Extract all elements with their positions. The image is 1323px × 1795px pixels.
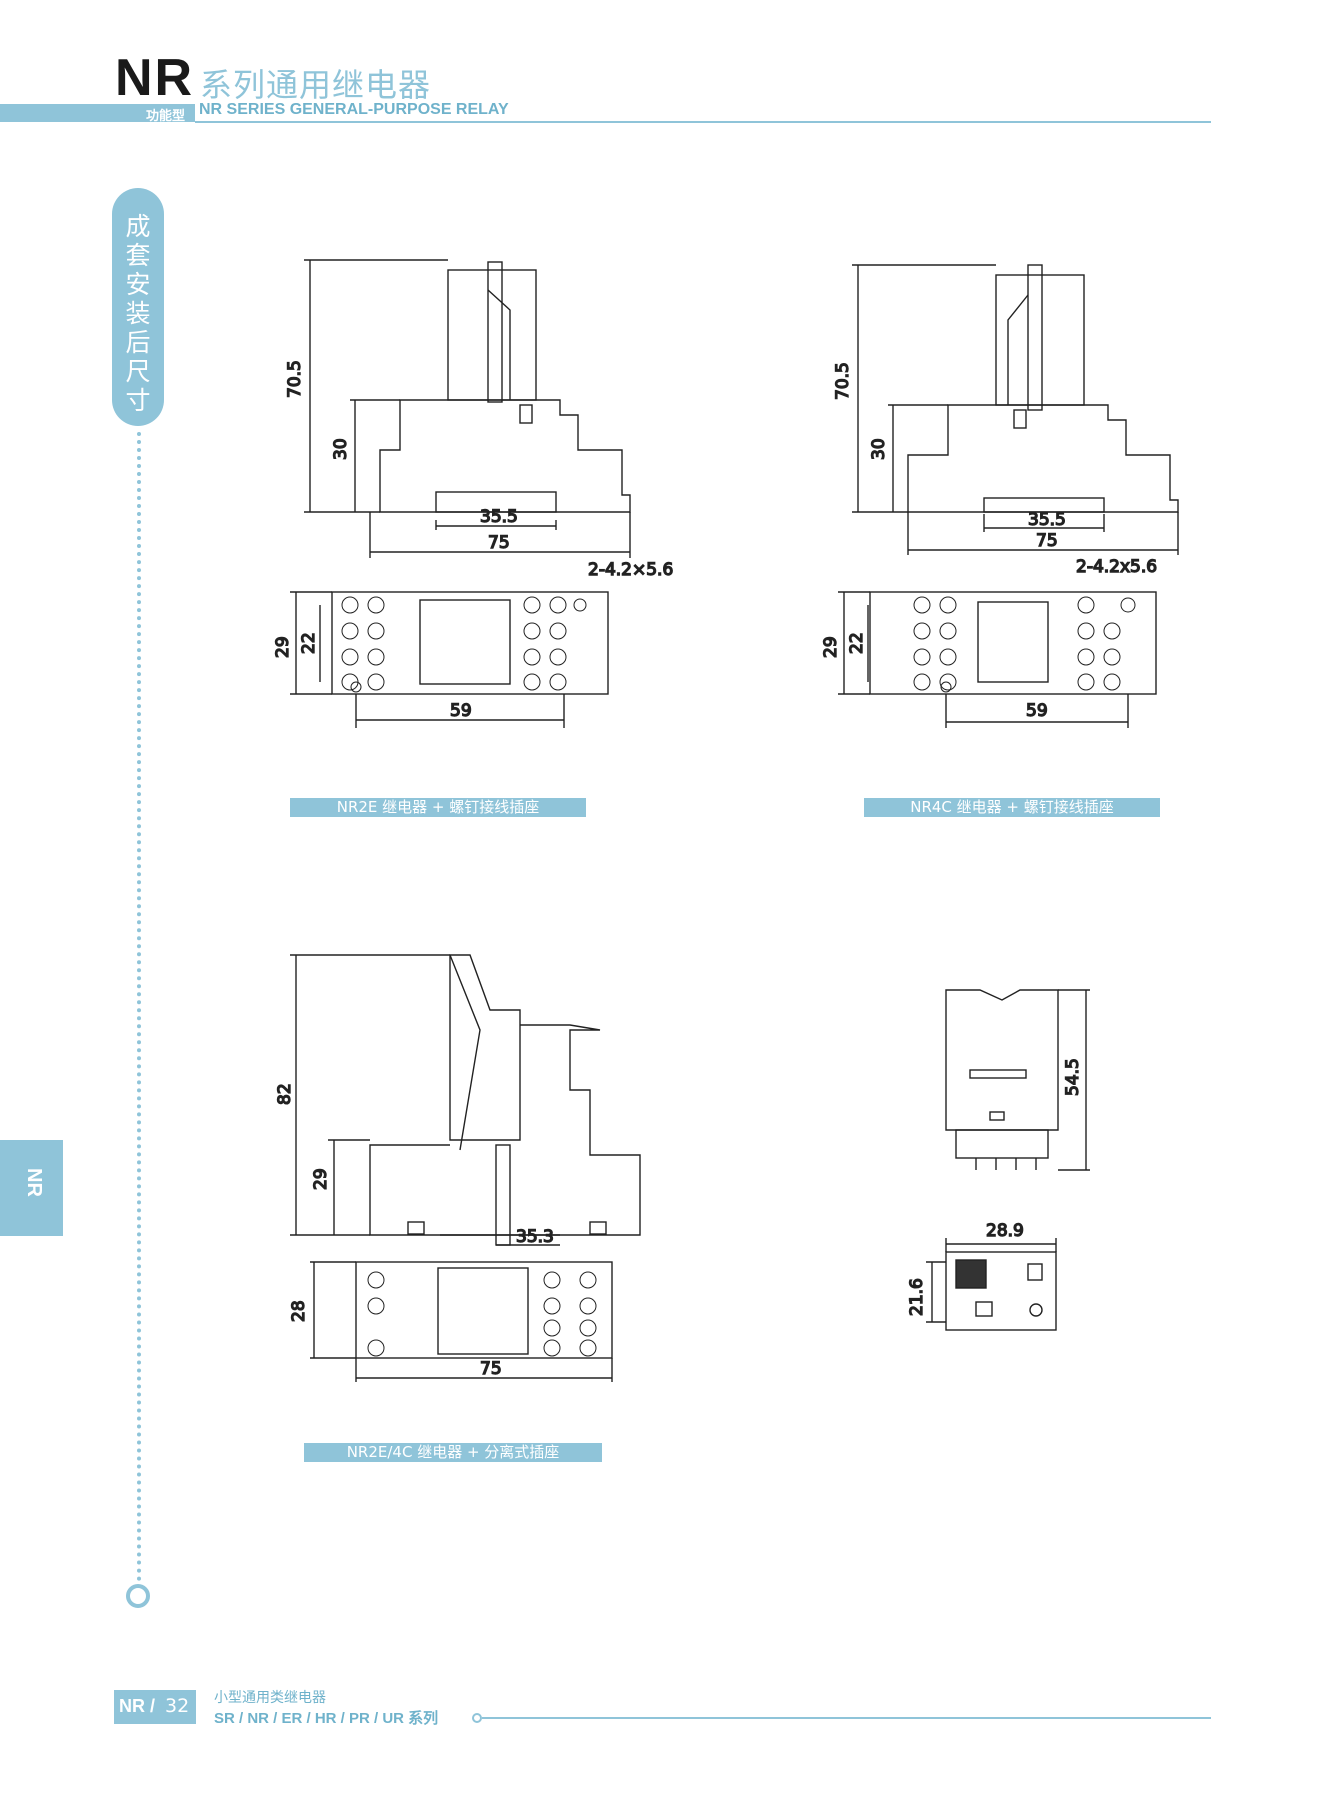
figure-relay-outline: 54.5 28.9 21.6 bbox=[906, 989, 1090, 1331]
side-tab bbox=[0, 1140, 63, 1236]
title-cn: 系列通用继电器 bbox=[200, 66, 432, 104]
dim-mount: 59 bbox=[450, 701, 472, 721]
dim-width-inner: 35.5 bbox=[480, 507, 518, 527]
dim-width-inner: 35.5 bbox=[1028, 510, 1066, 530]
dim-depth: 21.6 bbox=[907, 1278, 927, 1316]
relay-top bbox=[945, 1251, 1057, 1331]
dim-height-total: 70.5 bbox=[285, 360, 305, 398]
top-view-body bbox=[869, 591, 1157, 695]
figure-nr2e-screw-socket: 70.5 30 35.5 75 2-4.2×5.6 29 22 59 bbox=[272, 259, 674, 728]
relay-body bbox=[995, 274, 1085, 406]
dim-depth: 28 bbox=[289, 1300, 309, 1322]
brand-title: NR bbox=[115, 49, 195, 107]
retaining-clip bbox=[495, 1144, 511, 1246]
dim-pitch: 22 bbox=[847, 632, 867, 654]
dim-width: 28.9 bbox=[986, 1221, 1024, 1241]
dim-width-total: 75 bbox=[488, 533, 510, 553]
footer-brand: NR / bbox=[119, 1696, 155, 1716]
socket-body bbox=[379, 399, 631, 513]
top-view-body bbox=[331, 591, 609, 695]
relay-body bbox=[449, 954, 521, 1141]
dim-height-total: 82 bbox=[275, 1083, 295, 1105]
dim-mount: 59 bbox=[1026, 701, 1048, 721]
section-label: 成套安装后尺寸 bbox=[125, 212, 151, 415]
caption-fig3: NR2E/4C 继电器 + 分离式插座 bbox=[304, 1443, 602, 1462]
dim-hole: 2-4.2x5.6 bbox=[1076, 557, 1157, 577]
dim-width-total: 75 bbox=[1036, 531, 1058, 551]
dim-pitch: 22 bbox=[299, 632, 319, 654]
type-tag: 功能型 bbox=[146, 109, 186, 124]
title-en: NR SERIES GENERAL-PURPOSE RELAY bbox=[199, 101, 509, 118]
footer-series: SR / NR / ER / HR / PR / UR 系列 bbox=[214, 1710, 439, 1727]
dim-height-base: 30 bbox=[331, 438, 351, 460]
dim-width-inner: 35.3 bbox=[516, 1227, 554, 1247]
page-number: 32 bbox=[165, 1695, 190, 1717]
dim-depth: 29 bbox=[821, 636, 841, 658]
figure-nr2e4c-separate-socket: 82 29 35.3 28 75 bbox=[274, 954, 641, 1382]
dim-width-total: 75 bbox=[480, 1359, 502, 1379]
socket-body bbox=[907, 404, 1179, 513]
guide-end-ring bbox=[126, 1584, 150, 1608]
dim-height-base: 30 bbox=[869, 438, 889, 460]
dim-depth: 29 bbox=[273, 636, 293, 658]
figure-nr4c-screw-socket: 70.5 30 35.5 75 2-4.2x5.6 29 22 59 bbox=[820, 264, 1179, 728]
header-bar bbox=[0, 104, 195, 122]
dim-height-base: 29 bbox=[311, 1168, 331, 1190]
header-rule bbox=[195, 121, 1211, 123]
dim-height-total: 70.5 bbox=[833, 362, 853, 400]
section-pill bbox=[112, 188, 164, 426]
dim-height: 54.5 bbox=[1063, 1058, 1083, 1096]
caption-fig1: NR2E 继电器 + 螺钉接线插座 bbox=[290, 798, 586, 817]
caption-fig2: NR4C 继电器 + 螺钉接线插座 bbox=[864, 798, 1160, 817]
side-tab-label: NR bbox=[23, 1168, 45, 1197]
relay-body bbox=[447, 269, 537, 401]
footer-ring bbox=[472, 1713, 482, 1723]
footer-page-box bbox=[114, 1690, 196, 1724]
footer-rule bbox=[482, 1717, 1211, 1719]
top-view-body bbox=[355, 1261, 613, 1359]
dotted-guide bbox=[137, 432, 141, 1582]
dim-hole: 2-4.2×5.6 bbox=[588, 560, 673, 580]
footer-category: 小型通用类继电器 bbox=[214, 1690, 326, 1706]
relay-front bbox=[945, 989, 1059, 1131]
